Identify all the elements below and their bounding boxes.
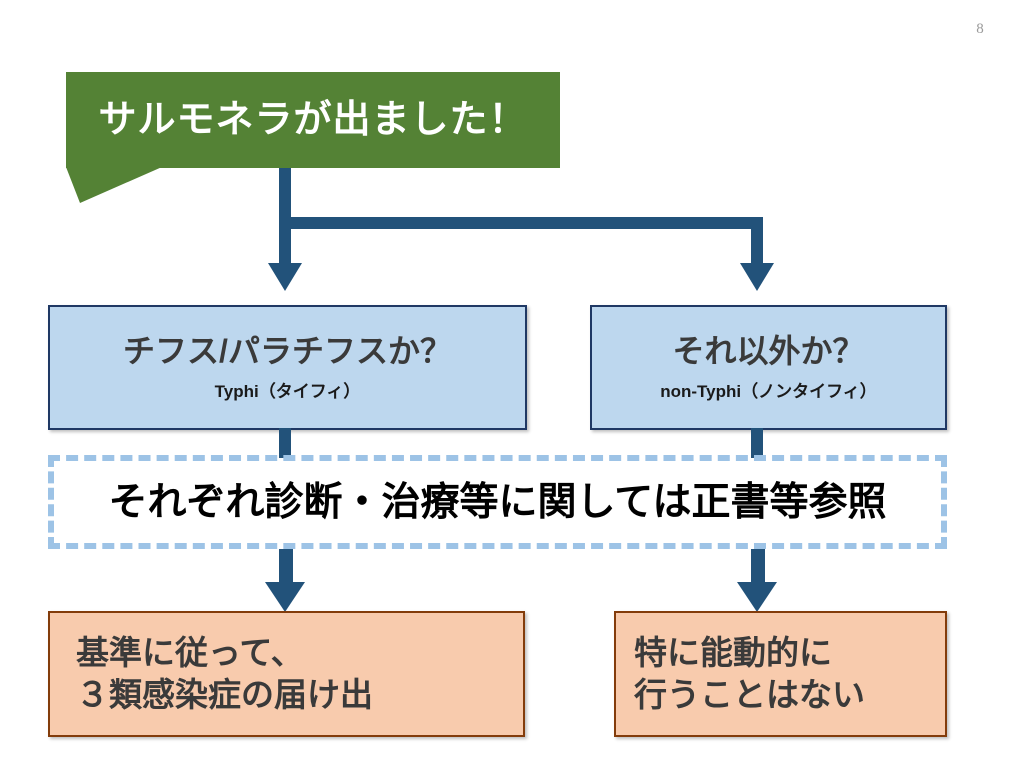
connector-trunk-vertical bbox=[279, 168, 291, 223]
decision-box-non-typhi-title: それ以外か？ bbox=[672, 332, 865, 369]
callout-tail-icon bbox=[66, 167, 162, 203]
connector-non-typhi-to-note bbox=[751, 428, 763, 458]
outcome-box-no-action-line-2: 行うことはない bbox=[634, 676, 865, 713]
note-box-label: それぞれ診断・治療等に関しては正書等参照 bbox=[108, 480, 887, 524]
decision-box-typhi-title: チフス/パラチフスか？ bbox=[123, 332, 452, 369]
decision-box-typhi[interactable]: チフス/パラチフスか？ Typhi（タイフィ） bbox=[48, 305, 527, 430]
arrowhead-to-left-outcome-icon bbox=[265, 582, 305, 612]
connector-branch-right-vertical bbox=[751, 217, 763, 265]
arrowhead-to-non-typhi-icon bbox=[740, 263, 774, 291]
decision-box-non-typhi-subtitle: non-Typhi（ノンタイフィ） bbox=[660, 382, 877, 402]
arrowhead-to-typhi-icon bbox=[268, 263, 302, 291]
decision-box-typhi-subtitle: Typhi（タイフィ） bbox=[214, 382, 361, 402]
connector-typhi-to-note bbox=[279, 428, 291, 458]
page-number: 8 bbox=[976, 21, 984, 37]
outcome-box-notification-line-2: ３類感染症の届け出 bbox=[76, 676, 373, 713]
decision-box-non-typhi[interactable]: それ以外か？ non-Typhi（ノンタイフィ） bbox=[590, 305, 947, 430]
connector-branch-left-vertical bbox=[279, 217, 291, 265]
outcome-box-no-action-line-1: 特に能動的に bbox=[634, 633, 832, 671]
callout-label: サルモネラが出ました！ bbox=[98, 99, 528, 141]
note-box-reference: それぞれ診断・治療等に関しては正書等参照 bbox=[48, 455, 947, 549]
outcome-box-notification[interactable]: 基準に従って、 ３類感染症の届け出 bbox=[48, 611, 525, 737]
connector-note-to-right-outcome bbox=[751, 549, 765, 585]
callout-salmonella-detected: サルモネラが出ました！ bbox=[66, 72, 560, 168]
arrowhead-to-right-outcome-icon bbox=[737, 582, 777, 612]
outcome-box-notification-line-1: 基準に従って、 bbox=[76, 633, 304, 671]
connector-note-to-left-outcome bbox=[279, 549, 293, 585]
outcome-box-no-action[interactable]: 特に能動的に 行うことはない bbox=[614, 611, 947, 737]
connector-trunk-horizontal bbox=[279, 217, 763, 229]
